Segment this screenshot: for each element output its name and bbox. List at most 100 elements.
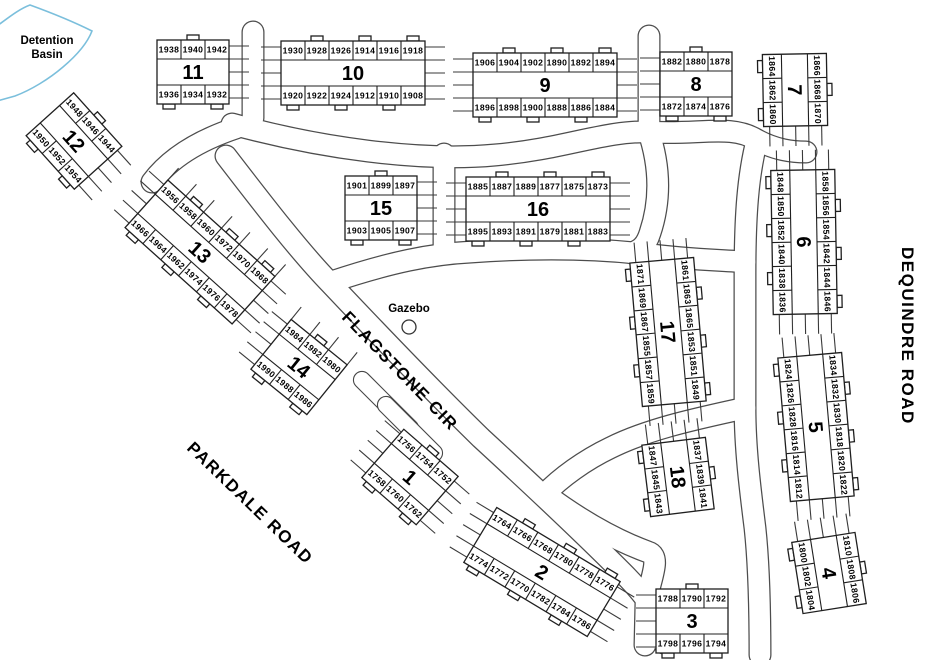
unit-label: 1838 (777, 268, 787, 289)
dequindre-road-label: DEQUINDRE ROAD (898, 247, 917, 425)
unit-label: 1804 (804, 589, 817, 611)
unit-divider (504, 570, 516, 588)
detention-basin-label: Detention (20, 35, 73, 47)
porch-bump (186, 34, 200, 41)
building-6: 1858185618541842184418461848185018521840… (765, 149, 843, 335)
building-number: 4 (816, 566, 840, 581)
unit-divider (172, 195, 187, 211)
unit-label: 1903 (347, 226, 368, 236)
unit-divider (379, 478, 393, 494)
unit-label: 1852 (776, 220, 786, 241)
driveway-tick (670, 421, 675, 442)
driveway-tick (832, 515, 837, 536)
unit-divider (287, 384, 301, 400)
unit-divider (828, 423, 848, 427)
unit-divider (427, 460, 441, 476)
driveway-tick (603, 608, 622, 620)
unit-label: 1868 (812, 79, 822, 100)
unit-label: 1824 (782, 358, 794, 380)
porch-bump (526, 116, 540, 123)
unit-label: 1901 (347, 181, 368, 191)
driveway-tick (436, 500, 453, 515)
unit-label: 1894 (595, 58, 616, 68)
driveway-tick (644, 424, 649, 445)
driveway-tick (117, 149, 132, 166)
unit-label: 1826 (785, 382, 797, 404)
porch-bump (550, 47, 564, 54)
unit-label: 1875 (564, 182, 585, 192)
unit-label: 1897 (395, 181, 416, 191)
driveway-tick (122, 199, 139, 214)
driveway-tick (590, 630, 608, 643)
building-outline (344, 175, 418, 241)
unit-divider (589, 569, 601, 586)
unit-divider (568, 556, 580, 574)
unit-label: 1841 (697, 487, 709, 509)
row-divider (660, 442, 671, 515)
road-flagstone-diagonal-surface (215, 145, 675, 654)
building-number: 16 (527, 199, 549, 221)
unit-label: 1837 (691, 440, 703, 462)
unit-divider (692, 484, 712, 488)
porch-bump (406, 35, 420, 42)
building-outline (360, 428, 460, 526)
driveway-tick (221, 215, 233, 229)
driveway-tick (616, 586, 635, 598)
unit-label: 1828 (787, 406, 799, 428)
unit-label: 1802 (800, 566, 813, 588)
unit-label: 1854 (821, 219, 831, 240)
unit-label: 1942 (207, 45, 228, 55)
driveway-tick (255, 331, 272, 345)
unit-label: 1860 (768, 104, 778, 125)
building-2: 1764176617681780177817761774177217701782… (449, 501, 635, 643)
porch-bump (495, 171, 509, 178)
unit-label: 1857 (643, 359, 655, 381)
unit-label: 1865 (683, 307, 695, 329)
unit-label: 1834 (827, 355, 839, 377)
porch-bump (598, 47, 612, 54)
unit-label: 1884 (595, 103, 616, 113)
driveway-tick (672, 239, 676, 260)
unit-divider (830, 447, 851, 451)
unit-divider (824, 375, 844, 379)
road-east-road-surface (734, 129, 771, 660)
unit-label: 1912 (355, 91, 376, 101)
porch-bump (478, 116, 492, 123)
unit-label: 1879 (540, 227, 561, 237)
unit-divider (839, 555, 859, 560)
building-outline (629, 256, 707, 408)
unit-label: 1794 (706, 639, 727, 649)
driveway-tick (263, 321, 280, 335)
unit-label: 1887 (492, 182, 513, 192)
building-outline (659, 51, 733, 117)
unit-label: 1889 (516, 182, 537, 192)
driveway-tick (88, 176, 103, 192)
porch-bump (334, 104, 348, 111)
unit-label: 1859 (645, 383, 657, 405)
driveway-tick (794, 336, 798, 357)
unit-label: 1922 (307, 91, 328, 101)
driveway-tick (820, 334, 824, 355)
unit-label: 1840 (777, 244, 787, 265)
unit-label: 1820 (836, 450, 848, 472)
unit-divider (647, 489, 667, 494)
porch-bump (713, 115, 727, 122)
building-number: 5 (804, 421, 827, 434)
driveway-tick (78, 184, 93, 201)
unit-label: 1822 (838, 474, 850, 496)
unit-label: 1863 (681, 283, 693, 305)
unit-divider (507, 519, 518, 537)
driveway-tick (244, 309, 261, 324)
unit-divider (75, 110, 91, 124)
unit-label: 1883 (588, 227, 609, 237)
row-divider (39, 122, 89, 177)
row-divider (809, 539, 823, 611)
unit-label: 1792 (706, 594, 727, 604)
unit-divider (243, 259, 258, 275)
porch-bump (685, 583, 699, 590)
